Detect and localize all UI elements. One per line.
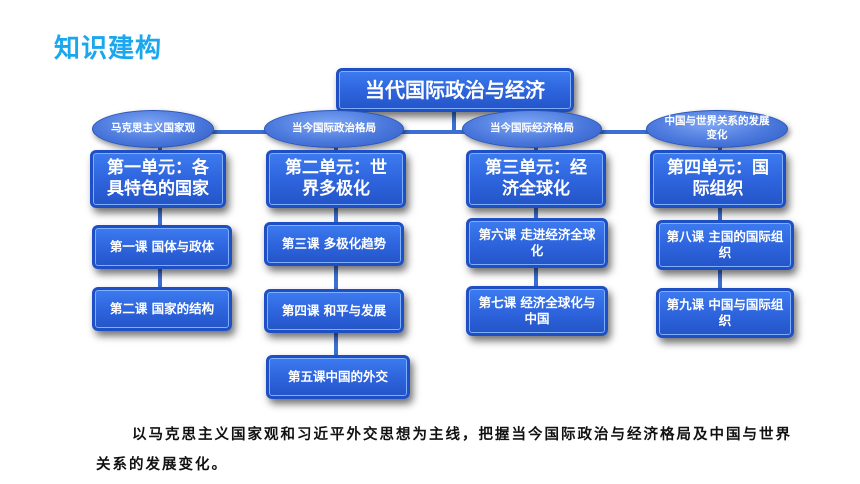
- unit-box-4: 第四单元：国际组织: [650, 150, 786, 208]
- oval-col2: 当今国际政治格局: [264, 110, 404, 148]
- lesson-box-1-1: 第一课 国体与政体: [92, 225, 232, 269]
- lesson-box-4-1: 第八课 主国的国际组织: [656, 220, 794, 270]
- lesson-box-4-2: 第九课 中国与国际组织: [656, 288, 794, 338]
- connector-horizontal: [150, 130, 730, 134]
- lesson-box-3-2: 第七课 经济全球化与中国: [466, 286, 608, 336]
- unit-box-1: 第一单元：各具特色的国家: [90, 150, 226, 208]
- lesson-box-2-2: 第四课 和平与发展: [264, 289, 404, 333]
- root-topic-box: 当代国际政治与经济: [336, 68, 574, 112]
- lesson-box-2-1: 第三课 多极化趋势: [264, 222, 404, 266]
- oval-col1: 马克思主义国家观: [92, 110, 214, 148]
- page-title: 知识建构: [54, 34, 163, 64]
- lesson-box-1-2: 第二课 国家的结构: [92, 287, 232, 331]
- lesson-box-3-1: 第六课 走进经济全球化: [466, 218, 608, 268]
- connector-root: [452, 110, 456, 132]
- oval-col4: 中国与世界关系的发展变化: [646, 110, 788, 148]
- connector-col1: [158, 140, 162, 295]
- lesson-box-2-3: 第五课中国的外交: [266, 355, 410, 399]
- unit-box-2: 第二单元：世界多极化: [266, 150, 406, 208]
- unit-box-3: 第三单元：经济全球化: [466, 150, 606, 208]
- oval-col3: 当今国际经济格局: [462, 110, 602, 148]
- summary-text: 以马克思主义国家观和习近平外交思想为主线，把握当今国际政治与经济格局及中国与世界…: [96, 427, 792, 473]
